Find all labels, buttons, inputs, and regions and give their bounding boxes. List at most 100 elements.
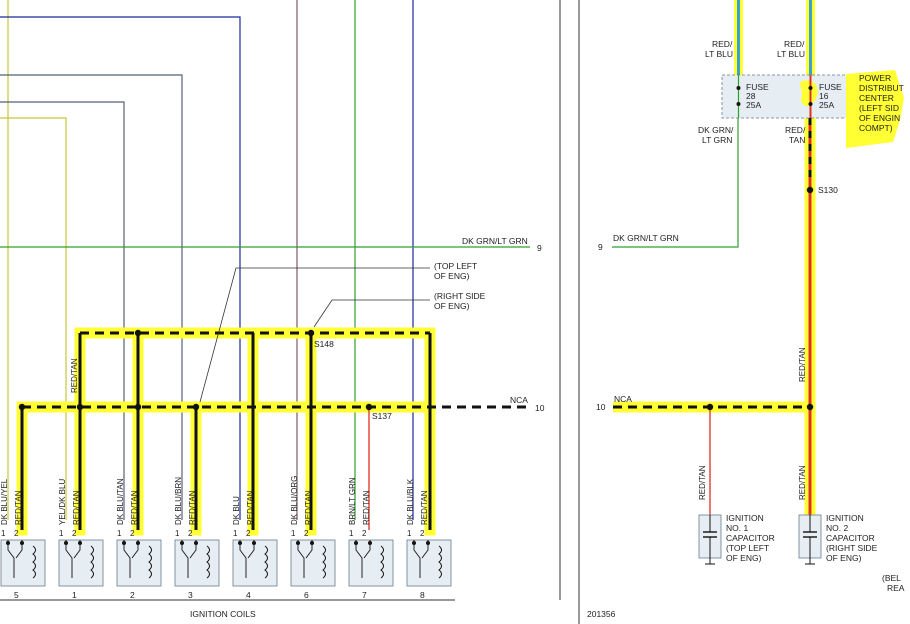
pin2-dot	[20, 541, 24, 545]
wire-dk-blu	[0, 16, 241, 520]
coil-cylinder-number: 5	[14, 590, 19, 600]
fuse-16-l3: 25A	[819, 100, 834, 110]
splice-s130: S130	[818, 185, 838, 195]
cap2-label-4: (RIGHT SIDE	[826, 543, 878, 553]
pdc-label-1: POWER	[859, 73, 891, 83]
pdc-label-4: (LEFT SID	[859, 103, 899, 113]
pin2-dot	[310, 541, 314, 545]
pin1-dot	[296, 541, 300, 545]
cap2-label-1: IGNITION	[826, 513, 864, 523]
cap2-label-3: CAPACITOR	[826, 533, 875, 543]
wire-top-label-1b: LT BLU	[705, 49, 733, 59]
cap1-label-1: IGNITION	[726, 513, 764, 523]
coil-wire2-label: RED/TAN	[362, 490, 371, 525]
pin-number-2: 2	[362, 529, 367, 538]
fuse-16-highlight	[800, 80, 818, 107]
below-fuse-2b: TAN	[789, 135, 805, 145]
splice-s137: S137	[372, 411, 392, 421]
wire-dk-blu-brn	[0, 74, 183, 520]
wire-dk-blu-tan	[0, 101, 125, 520]
right-wires	[612, 0, 816, 530]
left-footer: IGNITION COILS	[190, 609, 256, 619]
cap2-label-5: OF ENG)	[826, 553, 862, 563]
coil-wire2-label: RED/TAN	[246, 490, 255, 525]
pdc-label-highlight	[846, 70, 904, 148]
coil-cylinder-number: 6	[304, 590, 309, 600]
coil-winding-icon	[438, 545, 442, 579]
coil-wire2-label: RED/TAN	[304, 490, 313, 525]
coil-cylinder-number: 7	[362, 590, 367, 600]
coil-cylinder-number: 1	[72, 590, 77, 600]
coil-wire2-label: RED/TAN	[188, 490, 197, 525]
pin1-dot	[6, 541, 10, 545]
below-fuse-2a: RED/	[785, 125, 806, 135]
pin1-dot	[64, 541, 68, 545]
coil-cylinder-number: 2	[130, 590, 135, 600]
pin1-dot	[238, 541, 242, 545]
coil-winding-icon	[206, 545, 210, 579]
below-fuse-1a: DK GRN/	[698, 125, 734, 135]
pin-number-2: 2	[304, 529, 309, 538]
pin2-dot	[136, 541, 140, 545]
pin2-dot	[194, 541, 198, 545]
below-fuse-1b: LT GRN	[702, 135, 732, 145]
wire-10-num-left: 10	[535, 403, 545, 413]
cap1-label-2: NO. 1	[726, 523, 748, 533]
wire-9-label-right: DK GRN/LT GRN	[613, 233, 679, 243]
pin-number-1: 1	[291, 529, 296, 538]
fuse-16-l1: FUSE	[819, 82, 842, 92]
callout-top-left-2: OF ENG)	[434, 271, 470, 281]
callout-top-left-1: (TOP LEFT	[434, 261, 477, 271]
cap1-label-4: (TOP LEFT	[726, 543, 769, 553]
fuse-16-l2: 16	[819, 91, 829, 101]
capacitor-1	[698, 514, 722, 565]
pin-number-2: 2	[420, 529, 425, 538]
coil-wire1-label: YEL/DK BLU	[58, 479, 67, 525]
coil-wire1-label: DK BLU/BLK	[406, 478, 415, 525]
pin1-dot	[180, 541, 184, 545]
splice-dots-right	[706, 186, 814, 411]
wire-10-num-right: 10	[596, 402, 606, 412]
coil-cylinder-number: 8	[420, 590, 425, 600]
coil-wire2-label: RED/TAN	[420, 490, 429, 525]
wire-top-label-2a: RED/	[784, 39, 805, 49]
wire-yel-dk-blu	[0, 117, 67, 520]
coil-wire1-label: BRN/LT GRN	[348, 477, 357, 525]
pin-number-1: 1	[1, 529, 6, 538]
pin-number-2: 2	[72, 529, 77, 538]
callout-right-side-1: (RIGHT SIDE	[434, 291, 486, 301]
coil-wire1-label: DK BLU/TAN	[116, 478, 125, 525]
wire-top-label-2b: LT BLU	[777, 49, 805, 59]
wire-9-num-right: 9	[598, 242, 603, 252]
cap2-wire-label: RED/TAN	[798, 465, 807, 500]
fuse-16-symbol	[808, 75, 813, 118]
splice-s148: S148	[314, 339, 334, 349]
coil-wire2-label: RED/TAN	[130, 490, 139, 525]
cap1-label-3: CAPACITOR	[726, 533, 775, 543]
fuse-28-symbol	[736, 75, 741, 118]
pin-number-2: 2	[14, 529, 19, 538]
pin1-dot	[412, 541, 416, 545]
pin1-dot	[354, 541, 358, 545]
pin-number-1: 1	[59, 529, 64, 538]
pin-number-2: 2	[130, 529, 135, 538]
coil-winding-icon	[380, 545, 384, 579]
coil-wire1-label: DK BLU/BRN	[174, 477, 183, 525]
pin2-dot	[78, 541, 82, 545]
wire-9-num-left: 9	[537, 243, 542, 253]
wire-9-label-left: DK GRN/LT GRN	[462, 236, 528, 246]
fuse-28-l3: 25A	[746, 100, 761, 110]
pin-number-1: 1	[233, 529, 238, 538]
fuse-28-l2: 28	[746, 91, 756, 101]
pdc-label-3: CENTER	[859, 93, 894, 103]
coil-signal-wires	[0, 0, 530, 520]
diagram-id: 201356	[587, 609, 616, 619]
fuse-28-l1: FUSE	[746, 82, 769, 92]
